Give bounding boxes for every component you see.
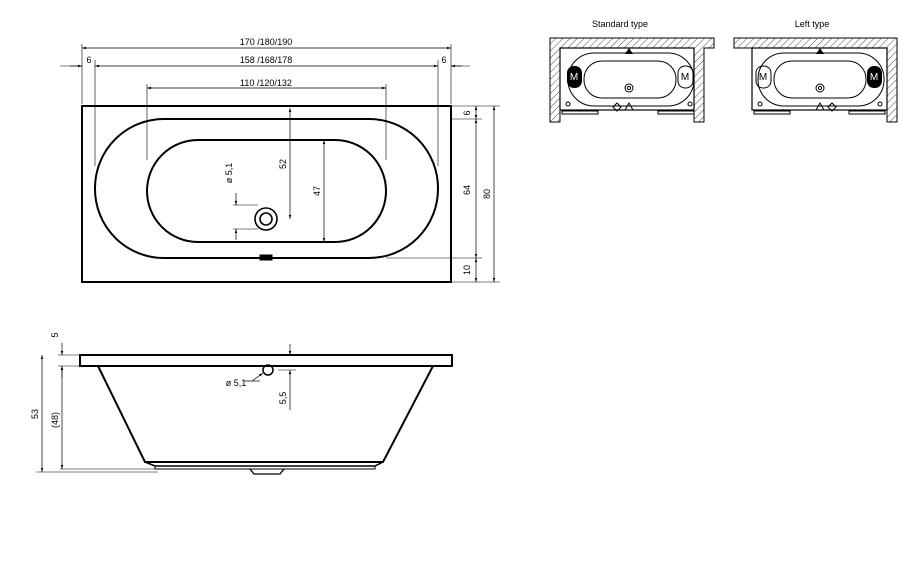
dim-width-64: 64 <box>462 185 472 195</box>
standard-type-title: Standard type <box>592 19 648 29</box>
dim-depth-47: 47 <box>312 186 322 196</box>
left-type-diagram <box>733 37 898 123</box>
overflow-side <box>262 364 274 376</box>
dim-mid-length: 158 /168/178 <box>240 55 293 65</box>
standard-motor-right-label: M <box>681 72 689 83</box>
top-view <box>60 44 500 283</box>
left-motor-right-label: M <box>870 72 878 83</box>
dim-edge-left: 6 <box>86 55 91 65</box>
drain-outer <box>254 207 278 231</box>
left-type-title: Left type <box>795 19 830 29</box>
left-motor-left-label: M <box>759 72 767 83</box>
dim-height-inner: (48) <box>50 412 60 428</box>
drain-pipe-side <box>249 468 285 475</box>
dim-overflow-offset: 5,5 <box>278 392 288 405</box>
tub-foot-side <box>154 465 376 470</box>
tub-bottom <box>146 139 387 243</box>
dim-height-total: 53 <box>30 409 40 419</box>
dim-drain-diameter: ø 5,1 <box>224 163 234 184</box>
tub-rim-side <box>79 354 453 367</box>
drain-inner <box>259 212 273 226</box>
tub-body-side <box>97 365 434 463</box>
standard-motor-left-label: M <box>570 72 578 83</box>
horizontal-dims <box>70 46 462 90</box>
side-view <box>36 343 453 475</box>
dim-overflow-diameter: ø 5,1 <box>226 378 247 388</box>
dim-width-80: 80 <box>482 189 492 199</box>
side-dims <box>40 343 292 472</box>
dim-edge-right: 6 <box>441 55 446 65</box>
overflow-mark <box>259 254 273 261</box>
dim-inner-length: 110 /120/132 <box>240 78 292 88</box>
dim-width-10: 10 <box>462 265 472 275</box>
dim-overall-length: 170 /180/190 <box>240 37 293 47</box>
vertical-dims <box>234 106 496 282</box>
dim-depth-52: 52 <box>278 159 288 169</box>
standard-type-diagram <box>549 37 715 123</box>
tub-outer-rim <box>81 105 452 283</box>
side-extension-lines <box>36 354 296 473</box>
dim-rim: 5 <box>50 332 60 337</box>
dim-width-6: 6 <box>462 110 472 115</box>
